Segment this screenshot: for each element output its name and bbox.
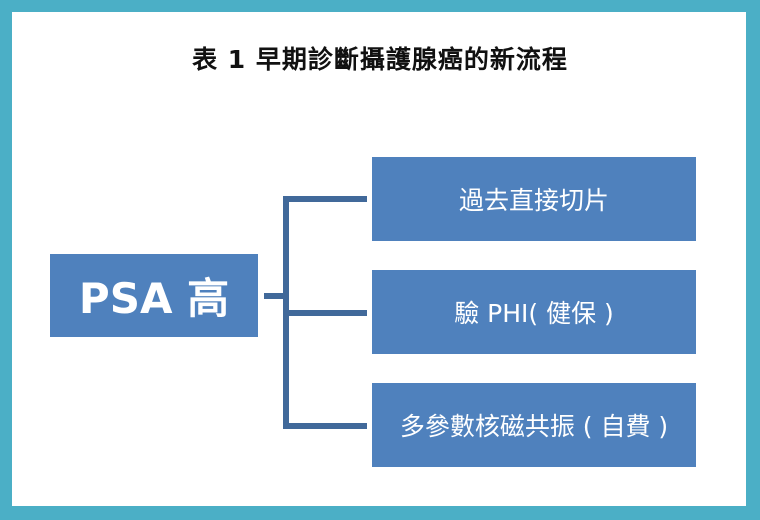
connector-stub [264, 293, 286, 299]
diagram-title: 表 1 早期診斷攝護腺癌的新流程 [192, 45, 568, 74]
connector-branch-3 [283, 423, 367, 429]
option-direct-biopsy: 過去直接切片 [372, 157, 696, 241]
connector-branch-2 [283, 310, 367, 316]
root-node-psa-high: PSA 高 [50, 254, 258, 337]
option-phi-test: 驗 PHI( 健保 ) [372, 270, 696, 354]
option-mri: 多參數核磁共振 ( 自費 ) [372, 383, 696, 467]
connector-branch-1 [283, 196, 367, 202]
